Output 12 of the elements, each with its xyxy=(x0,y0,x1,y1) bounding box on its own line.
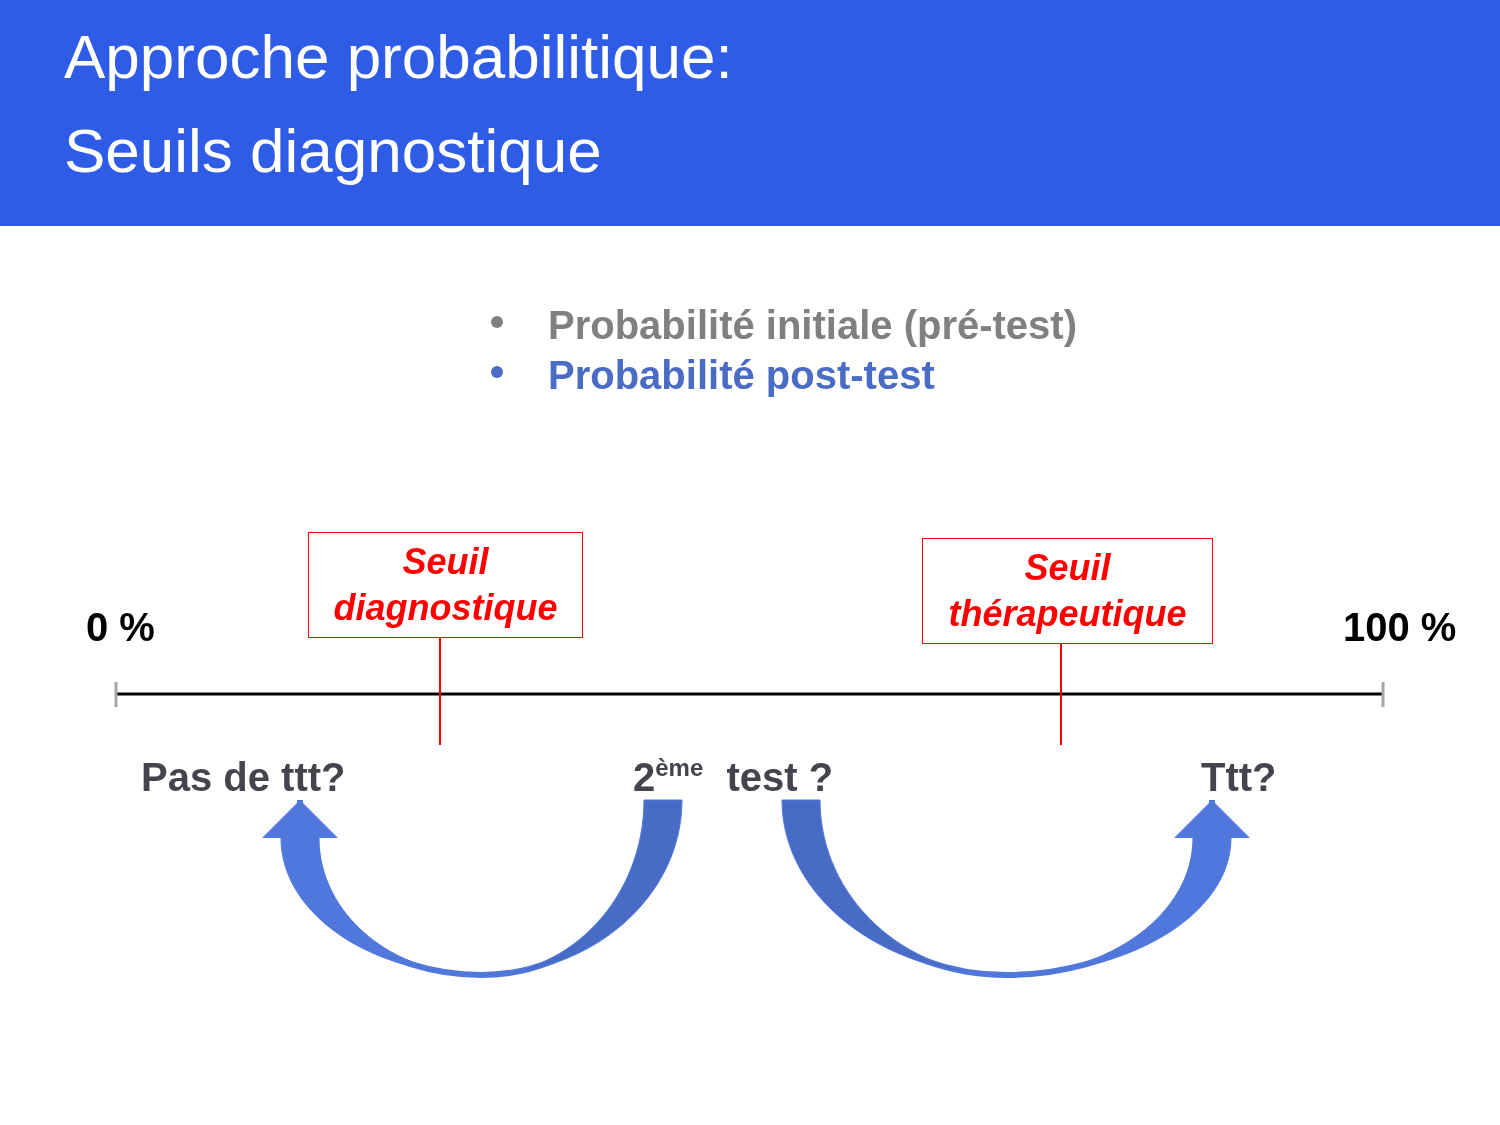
axis-end-label: 0 % xyxy=(86,604,155,650)
leader-line xyxy=(1060,643,1062,746)
axis-end-label: 100 % xyxy=(1343,604,1457,650)
decision-label: Pas de ttt? xyxy=(141,754,346,800)
list-item-text: Probabilité initiale (pré-test) xyxy=(548,302,1077,348)
list-item-text: Probabilité post-test xyxy=(548,352,935,398)
decision-label: Ttt? xyxy=(1201,754,1277,800)
decision-label: 2$^{ème}$ test ? xyxy=(633,754,834,800)
leader-line xyxy=(439,637,441,746)
slide-title: Approche probabilitique: Seuils diagnostique xyxy=(64,21,734,187)
threshold-box: Seuil diagnostique xyxy=(308,532,583,638)
threshold-box: Seuil thérapeutique xyxy=(922,538,1213,644)
